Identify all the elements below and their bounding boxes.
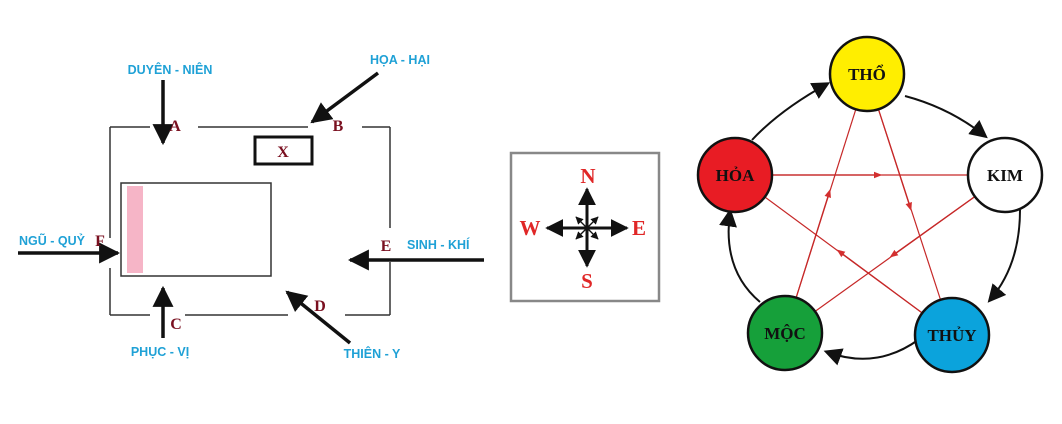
x-marker-box [253,135,314,166]
controlling-star [734,73,1006,336]
compass-south: S [581,269,593,293]
arrow-top-right [310,71,380,124]
letter-d: D [314,298,326,315]
five-elements: THỔ KIM THỦY MỘC HỎA [696,35,1044,374]
cycle-arc-hoa-tho [751,82,831,141]
letter-a: A [169,118,181,135]
node-tho-circle [828,35,906,113]
letter-f: F [95,233,105,250]
cycle-arc-kim-thuy [987,209,1021,303]
node-hoa: HỎA [696,136,774,214]
pink-strip [127,186,143,273]
cycle-arc-moc-hoa [719,208,761,303]
node-tho: THỔ [828,35,906,113]
cycle-arc-tho-kim [904,95,988,139]
compass-east: E [632,216,646,240]
compass: N S E W [509,151,661,303]
compass-west: W [520,216,541,240]
label-hoa-hai: HỌA - HẠI [370,53,430,67]
arrow-bottom-right [285,290,352,345]
letter-b: B [333,118,344,135]
compass-diagonals [575,216,599,240]
label-phuc-vi: PHỤC - VỊ [131,345,189,359]
node-hoa-circle [696,136,774,214]
x-marker-label: X [277,144,289,161]
node-thuy-circle [913,296,991,374]
node-moc: MỘC [746,294,824,372]
generating-cycle [719,82,1021,366]
floor-plan: X DUYÊN - NIÊN HỌA - HẠI NGŨ - QUỶ SINH … [18,53,484,361]
label-duyen-nien: DUYÊN - NIÊN [128,62,213,77]
node-moc-label: MỘC [764,324,806,343]
compass-north: N [580,164,595,188]
node-kim: KIM [966,136,1044,214]
house-outline [109,126,391,316]
letter-e: E [381,238,392,255]
node-hoa-label: HỎA [716,166,755,185]
cycle-arc-thuy-moc [823,339,919,366]
label-sinh-khi: SINH - KHÍ [407,237,470,252]
node-thuy: THỦY [913,296,991,374]
label-ngu-quy: NGŨ - QUỶ [19,233,86,248]
inner-room [120,182,272,277]
node-tho-label: THỔ [848,64,886,84]
node-kim-label: KIM [987,166,1023,185]
letter-c: C [170,316,182,333]
node-thuy-label: THỦY [927,326,976,345]
node-moc-circle [746,294,824,372]
node-kim-circle [966,136,1044,214]
label-thien-y: THIÊN - Y [344,346,401,361]
